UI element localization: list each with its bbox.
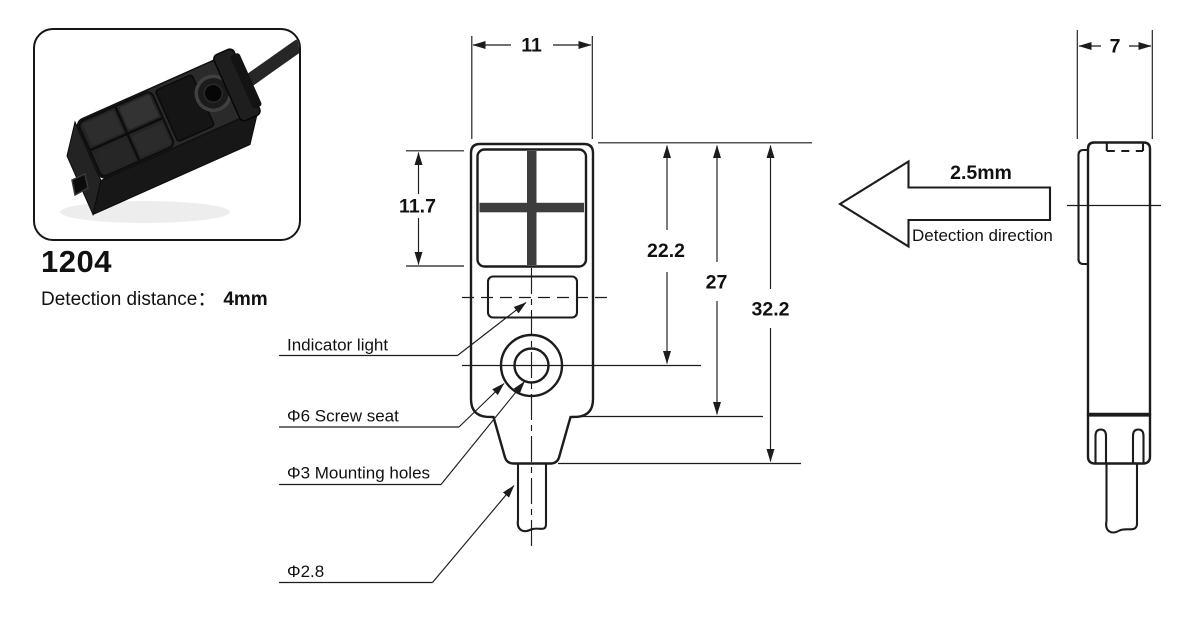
extension-lines <box>406 150 464 267</box>
detection-direction-arrow: 2.5mm Detection direction <box>838 159 1053 249</box>
cap-slot-right <box>1131 428 1145 464</box>
callout-screw-seat-text: Φ6 Screw seat <box>287 407 399 426</box>
sensor-product-photo <box>60 39 299 223</box>
extension-lines <box>1076 30 1153 139</box>
screw-hole-photo <box>203 83 224 104</box>
dim-overall-text: 32.2 <box>752 299 790 321</box>
leader-line <box>458 383 505 428</box>
cross-horizontal-bar <box>479 202 584 213</box>
sensing-grooves <box>90 106 163 161</box>
sensing-face <box>476 148 588 268</box>
dim-to-shoulder-text: 27 <box>706 272 728 294</box>
callout-mounting-holes-text: Φ3 Mounting holes <box>287 464 430 483</box>
sensing-quadrant <box>132 123 171 157</box>
sensing-quadrant <box>95 139 135 173</box>
dim-sensing-height-text: 11.7 <box>399 196 436 218</box>
callout-indicator-text: Indicator light <box>287 336 388 355</box>
cable-gland-step <box>230 53 262 109</box>
extension-lines <box>471 36 593 139</box>
dim-to-hole-text: 22.2 <box>647 240 685 262</box>
cable-break-end-side <box>1105 520 1139 534</box>
callout-cable-diameter-text: Φ2.8 <box>287 562 324 581</box>
end-cap <box>1086 414 1152 465</box>
sensing-plate-side <box>1077 148 1088 266</box>
front-view: 11 11.7 22.2 27 <box>279 35 812 584</box>
cable-lines <box>516 463 548 525</box>
detection-distance-value: 4mm <box>223 289 268 310</box>
detection-distance: Detection distance： 4mm <box>41 284 268 311</box>
detection-distance-value: 2.5mm <box>950 162 1012 184</box>
side-view: 7 <box>1067 30 1161 534</box>
leader-line <box>457 302 527 356</box>
detection-distance-label: Detection distance： <box>41 289 217 310</box>
sensor-connector-notch <box>71 172 89 197</box>
cap-slot-left <box>1094 428 1108 464</box>
sensor-top-face <box>76 48 262 179</box>
detection-direction-label: Detection direction <box>912 226 1053 245</box>
sensing-cross-icon <box>479 151 584 265</box>
sensing-quadrant <box>119 95 159 130</box>
cable-lines-side <box>1105 463 1139 524</box>
model-number: 1204 <box>41 244 112 279</box>
block-arrow-left-icon <box>838 159 1052 249</box>
dim-right-stack: 22.2 27 32.2 <box>558 142 812 465</box>
body-side-outline <box>1086 141 1152 416</box>
leader-line <box>440 381 525 485</box>
notch-edges <box>1105 142 1145 151</box>
product-photo-frame <box>33 28 301 241</box>
dim-side-width-text: 7 <box>1110 36 1121 58</box>
sensing-quadrant <box>83 110 123 146</box>
dim-width: 11 <box>471 35 593 139</box>
cable-break-end <box>516 519 548 533</box>
leader-line <box>432 485 515 583</box>
callouts: Indicator light Φ6 Screw seat Φ3 Mountin… <box>279 302 527 584</box>
dim-sensing-height: 11.7 <box>399 150 464 267</box>
dim-width-text: 11 <box>521 35 542 57</box>
